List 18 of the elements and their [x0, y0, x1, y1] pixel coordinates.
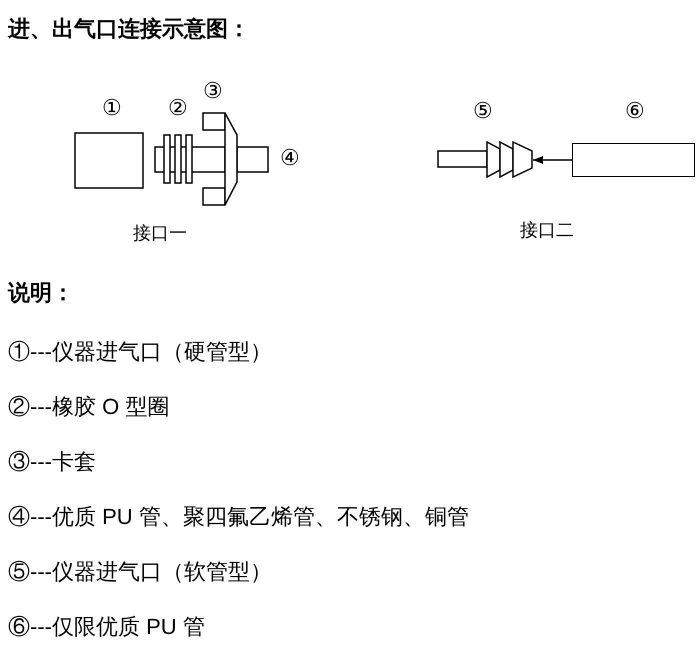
- figure-caption: 接口一: [133, 224, 187, 242]
- description-line: ⑤---仪器进气口（软管型）: [8, 558, 272, 586]
- description-line: ④---优质 PU 管、聚四氟乙烯管、不锈钢、铜管: [8, 503, 469, 531]
- section-heading: 说明：: [8, 279, 74, 307]
- description-line: ②---橡胶 O 型圈: [8, 393, 170, 421]
- diagram-title: 进、出气口连接示意图：: [8, 15, 250, 43]
- figure-caption: 接口二: [520, 221, 574, 239]
- callout-number: ②: [168, 97, 188, 119]
- callout-number: ⑤: [473, 100, 493, 122]
- callout-number: ③: [203, 80, 223, 102]
- arrow: [533, 156, 572, 164]
- callout-number: ④: [280, 147, 300, 169]
- callout-number: ①: [102, 97, 122, 119]
- tube-box: [572, 143, 695, 177]
- description-line: ①---仪器进气口（硬管型）: [8, 338, 272, 366]
- description-line: ⑥---仅限优质 PU 管: [8, 613, 205, 641]
- description-line: ③---卡套: [8, 448, 96, 476]
- callout-number: ⑥: [625, 100, 645, 122]
